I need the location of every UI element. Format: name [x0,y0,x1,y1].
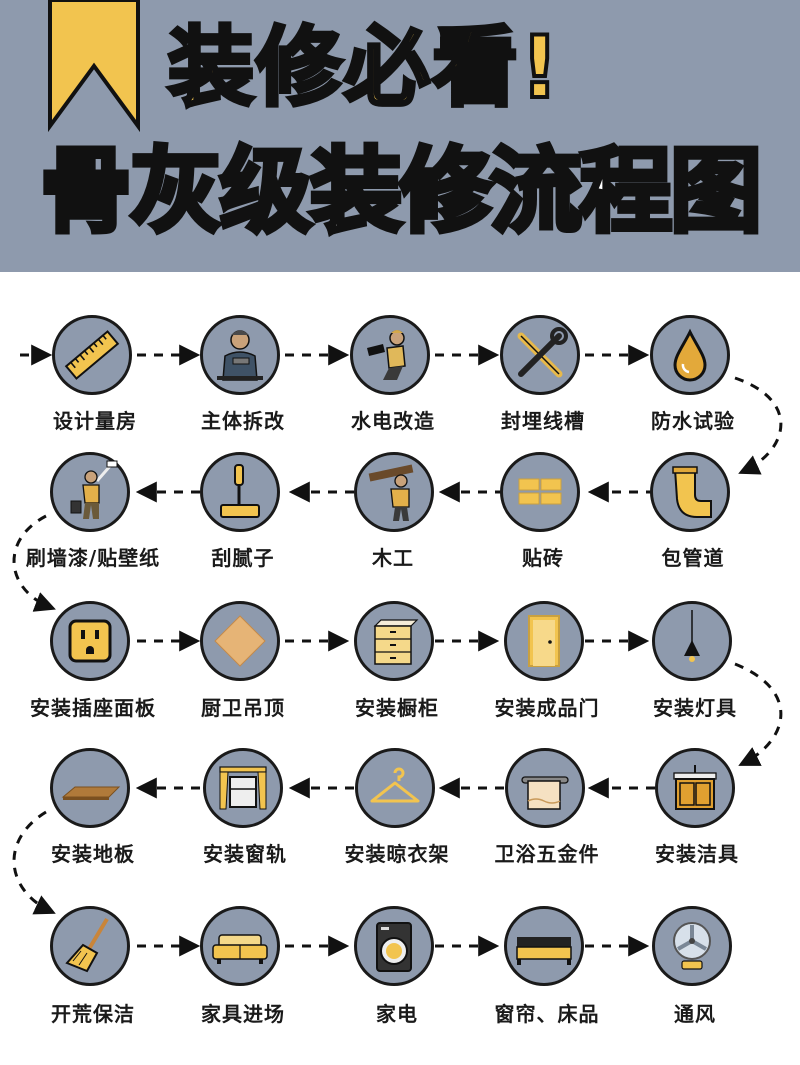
step-node-ventilation [652,906,732,986]
step-label: 主体拆改 [201,409,285,433]
header-banner: 装修必看! 骨灰级装修流程图 [0,0,800,272]
step-node-socket [50,601,130,681]
step-label: 木工 [372,546,414,570]
ceiling-panel-icon [214,615,266,667]
step-node-appliances [354,906,434,986]
step-label: 通风 [674,1002,716,1026]
tiles-icon [518,478,562,505]
step-label: 安装插座面板 [30,696,156,720]
step-label: 安装洁具 [655,842,739,866]
pendant-lamp-icon [684,610,700,662]
step-node-cabinet [354,601,434,681]
step-label: 安装橱柜 [355,696,439,720]
tools-icon [517,327,568,378]
step-node-sanitary [655,748,735,828]
ruler-icon [64,330,120,380]
step-label: 刮腻子 [211,546,275,570]
window-curtain-icon [219,766,267,810]
step-label: 窗帘、床品 [494,1002,600,1026]
step-node-waterproof [650,315,730,395]
step-label: 安装成品门 [494,696,600,720]
painter-icon [70,460,118,519]
towel-rack-icon [521,776,569,810]
washing-machine-icon [376,922,412,972]
step-node-window-rail [203,748,283,828]
broom-icon [65,917,109,973]
step-label: 防水试验 [651,409,735,433]
title-line-2: 骨灰级装修流程图 [37,137,764,246]
step-label: 安装地板 [51,842,135,866]
step-label: 安装晾衣架 [344,842,450,866]
worker-drilling-icon [217,330,263,381]
step-node-furniture [200,906,280,986]
step-label: 厨卫吊顶 [201,696,285,720]
step-label: 设计量房 [53,409,137,433]
step-node-tiling [500,452,580,532]
step-label: 安装灯具 [653,696,737,720]
floor-plank-icon [61,786,121,800]
connector-curve [12,514,56,612]
step-node-flooring [50,748,130,828]
step-label: 家具进场 [201,1002,285,1026]
socket-icon [68,619,112,663]
fan-icon [673,922,711,970]
step-label: 家电 [376,1002,418,1026]
step-node-measure [52,315,132,395]
step-label: 刷墙漆/贴壁纸 [25,546,161,570]
paint-roller-icon [220,464,260,518]
step-node-bath-hardware [505,748,585,828]
step-node-clothes-rack [355,748,435,828]
connector-curve [12,810,56,915]
step-node-putty [200,452,280,532]
step-node-paint-wallpaper [50,452,130,532]
step-label: 卫浴五金件 [494,842,600,866]
sofa-icon [212,934,268,964]
step-node-carpentry [354,452,434,532]
step-node-door [504,601,584,681]
connector-curve [734,662,783,766]
step-node-wire-groove [500,315,580,395]
step-label: 安装窗轨 [203,842,287,866]
bed-icon [516,937,572,965]
door-icon [528,615,560,667]
bookmark-ribbon-icon [48,0,140,133]
pipe-elbow-icon [672,466,712,518]
step-label: 开荒保洁 [51,1002,135,1026]
step-node-ceiling [200,601,280,681]
step-label: 贴砖 [522,546,564,570]
step-label: 封埋线槽 [501,409,585,433]
vanity-sink-icon [673,765,717,810]
step-label: 水电改造 [351,409,435,433]
step-node-plumbing-electric [350,315,430,395]
cabinet-icon [373,619,419,665]
step-label: 包管道 [661,546,725,570]
water-drop-icon [673,328,707,382]
step-node-cleaning [50,906,130,986]
hanger-icon [370,767,420,803]
step-node-demolition [200,315,280,395]
title-line-1: 装修必看! [166,16,562,120]
step-node-lighting [652,601,732,681]
connector-curve [734,376,783,475]
step-node-pipe-wrap [650,452,730,532]
electrician-kneeling-icon [367,330,406,380]
step-node-curtains-bedding [504,906,584,986]
carpenter-icon [368,464,414,521]
